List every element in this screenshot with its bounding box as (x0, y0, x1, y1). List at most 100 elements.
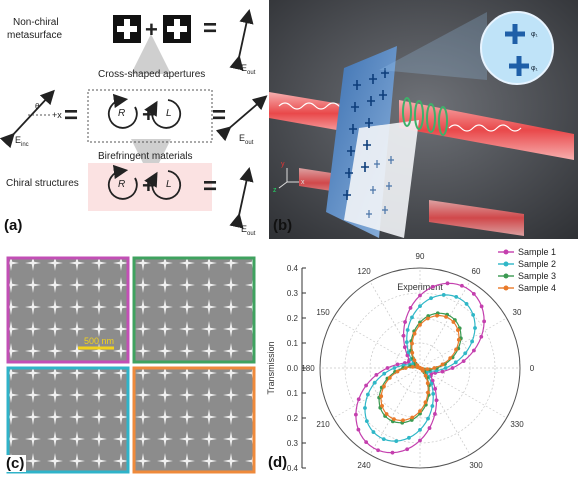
data-point-sample-2 (471, 312, 476, 317)
legend-label: Sample 3 (518, 271, 556, 281)
data-point-sample-4 (384, 412, 389, 416)
data-point-sample-4 (456, 337, 461, 342)
theta-label: θ (35, 102, 40, 111)
data-point-sample-4 (435, 313, 439, 318)
y-axis-label: Transmission (266, 341, 276, 394)
data-point-sample-1 (461, 359, 466, 363)
row1-equals: = (203, 15, 218, 42)
data-point-sample-2 (394, 439, 399, 444)
angle-tick-label: 300 (469, 461, 483, 470)
data-point-sample-1 (418, 293, 422, 298)
grid-spoke (419, 367, 507, 419)
grid-spoke (333, 317, 421, 369)
grid-spoke (333, 367, 421, 419)
row2-plus: + (142, 102, 155, 127)
row2-equals-left: = (64, 102, 79, 129)
panel-b-illustration: φ₁ φ₁ y x z (269, 0, 578, 239)
sem-frame-sample-2 (6, 366, 130, 474)
sem-image-sample-3 (134, 258, 254, 362)
angle-tick-label: 90 (416, 252, 425, 261)
chart-title: Experiment (397, 282, 443, 292)
data-point-sample-1 (479, 334, 484, 339)
data-point-sample-1 (353, 412, 358, 417)
angle-tick-label: 0 (530, 364, 535, 373)
inset-label-1: φ₁ (531, 31, 539, 38)
inset-magnifier (480, 11, 554, 85)
data-point-sample-1 (356, 397, 361, 402)
data-point-sample-1 (418, 438, 422, 443)
data-point-sample-4 (392, 417, 396, 421)
data-point-sample-1 (408, 306, 413, 310)
data-point-sample-4 (440, 362, 445, 367)
radial-tick-label: 0.1 (287, 339, 299, 348)
einc-label: Einc (15, 135, 29, 148)
panel-a-label: (a) (4, 217, 23, 234)
data-point-sample-2 (407, 435, 411, 440)
data-point-sample-2 (392, 366, 397, 370)
data-point-sample-2 (443, 366, 448, 370)
data-point-sample-1 (376, 448, 381, 453)
data-point-sample-4 (432, 366, 437, 370)
lower-transmitted-beam (429, 200, 524, 236)
data-point-sample-4 (412, 331, 417, 336)
sem-frame-sample-4 (132, 366, 256, 474)
grid-spoke (419, 281, 471, 369)
cross-shaped-apertures-label: Cross-shaped apertures (98, 69, 206, 80)
data-point-sample-2 (405, 328, 410, 332)
row3-equals: = (203, 173, 218, 200)
data-point-sample-1 (402, 345, 407, 350)
legend-label: Sample 1 (518, 247, 556, 257)
legend-label: Sample 2 (518, 259, 556, 269)
data-point-sample-1 (403, 320, 407, 324)
row2-eout: Eout (239, 133, 254, 146)
sem-frame-sample-3 (132, 256, 256, 364)
data-point-sample-2 (464, 302, 469, 306)
data-point-sample-1 (427, 426, 432, 430)
legend-swatch-marker (503, 261, 509, 267)
data-point-sample-1 (430, 284, 435, 289)
grid-circle (344, 292, 496, 444)
data-point-sample-2 (372, 380, 377, 385)
data-point-sample-1 (434, 398, 439, 403)
angle-tick-label: 60 (472, 267, 481, 276)
sem-image-sample-2 (8, 368, 128, 472)
data-point-sample-4 (418, 322, 422, 327)
data-point-sample-2 (381, 437, 386, 442)
data-point-sample-4 (379, 394, 384, 399)
axis-label-x: x (301, 179, 305, 186)
data-point-sample-1 (364, 440, 369, 445)
axis-label-z: z (273, 187, 277, 194)
data-point-sample-2 (473, 326, 477, 330)
data-point-sample-1 (405, 447, 410, 452)
data-point-sample-4 (395, 369, 400, 374)
radial-tick-label: 0.3 (287, 289, 299, 298)
data-point-sample-1 (405, 353, 410, 358)
radial-tick-label: 0.4 (287, 464, 299, 473)
row2-r: R (118, 108, 126, 119)
row1-plus: + (145, 17, 158, 42)
legend-swatch-marker (503, 285, 509, 291)
row2-l: L (166, 108, 172, 119)
data-point-sample-2 (418, 427, 422, 432)
panel-c-label: (c) (4, 455, 27, 472)
data-point-sample-2 (364, 419, 369, 424)
panel-a: Non-chiral metasurface + = Eout Cross-sh… (0, 0, 268, 238)
data-point-sample-2 (454, 294, 459, 299)
data-point-sample-4 (410, 415, 415, 420)
data-point-sample-4 (420, 366, 425, 371)
data-point-sample-1 (440, 369, 445, 374)
data-point-sample-4 (403, 366, 408, 370)
birefringent-label: Birefringent materials (98, 151, 193, 162)
data-point-sample-2 (453, 360, 458, 365)
data-point-sample-2 (470, 339, 475, 344)
data-point-sample-4 (451, 320, 456, 324)
data-point-sample-1 (450, 366, 455, 370)
plate-crosses (343, 68, 389, 200)
radial-tick-label: 0.2 (287, 314, 299, 323)
data-point-sample-4 (423, 373, 428, 378)
data-point-sample-4 (412, 358, 417, 363)
data-point-sample-1 (395, 362, 400, 367)
angle-tick-label: 150 (316, 308, 330, 317)
data-point-sample-4 (444, 315, 448, 319)
data-point-sample-2 (410, 315, 414, 320)
